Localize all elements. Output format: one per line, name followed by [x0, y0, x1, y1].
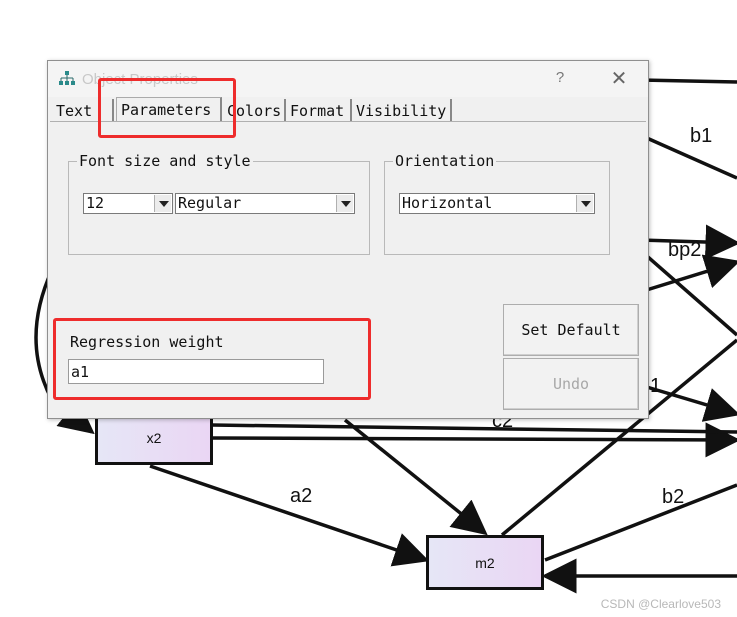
- tab-parameters[interactable]: Parameters: [116, 97, 222, 122]
- set-default-button[interactable]: Set Default: [503, 304, 639, 356]
- path-label-b2: b2: [662, 486, 685, 508]
- hierarchy-icon: [59, 71, 75, 85]
- close-button[interactable]: ✕: [610, 68, 628, 90]
- path-c2: [211, 422, 737, 458]
- path-m2-up: [500, 338, 737, 537]
- watermark: CSDN @Clearlove503: [600, 597, 721, 611]
- path-a1: [343, 418, 488, 536]
- regression-weight-highlight: [53, 318, 371, 400]
- undo-button[interactable]: Undo: [503, 358, 639, 410]
- path-label-bp2: bp2: [668, 239, 702, 261]
- path-a2: [149, 464, 430, 567]
- path-bp2-h: [639, 224, 737, 260]
- font-style-value: Regular: [178, 194, 242, 212]
- tab-divider: [50, 121, 646, 122]
- chevron-down-icon[interactable]: [336, 195, 353, 212]
- node-m2[interactable]: m2: [426, 535, 544, 590]
- object-properties-dialog: Object Properties ? ✕ Text Parameters Co…: [47, 60, 649, 419]
- path-b1: [639, 133, 737, 180]
- path-top-line: [639, 78, 737, 84]
- node-m2-label: m2: [475, 554, 495, 571]
- tab-visibility[interactable]: Visibility: [352, 99, 452, 121]
- tab-text[interactable]: Text: [52, 99, 114, 121]
- regression-weight-input[interactable]: [68, 359, 324, 384]
- path-label-b1: b1: [690, 125, 713, 147]
- path-label-partial: 1: [650, 375, 662, 397]
- help-button[interactable]: ?: [555, 69, 565, 86]
- orientation-value: Horizontal: [402, 194, 493, 212]
- chevron-down-icon[interactable]: [576, 195, 593, 212]
- font-size-select[interactable]: 12: [83, 193, 173, 214]
- orientation-select[interactable]: Horizontal: [399, 193, 595, 214]
- parameters-tab-highlight: [98, 78, 236, 138]
- path-label-a2: a2: [290, 485, 313, 507]
- node-x2-label: x2: [146, 429, 162, 446]
- path-x2-top: [211, 423, 737, 434]
- orientation-legend: Orientation: [393, 152, 497, 170]
- tab-colors[interactable]: Colors: [223, 99, 286, 121]
- path-b2: [544, 483, 737, 562]
- regression-weight-label: Regression weight: [70, 333, 224, 351]
- path-right-1: [638, 248, 737, 337]
- chevron-down-icon[interactable]: [154, 195, 171, 212]
- path-right-3: [639, 383, 737, 422]
- font-size-value: 12: [86, 194, 105, 212]
- orientation-group: Orientation Horizontal: [384, 152, 610, 255]
- font-group-legend: Font size and style: [77, 152, 253, 170]
- path-right-2: [639, 254, 737, 294]
- tab-format[interactable]: Format: [286, 99, 352, 121]
- font-size-style-group: Font size and style 12 Regular: [68, 152, 370, 255]
- font-style-select[interactable]: Regular: [175, 193, 355, 214]
